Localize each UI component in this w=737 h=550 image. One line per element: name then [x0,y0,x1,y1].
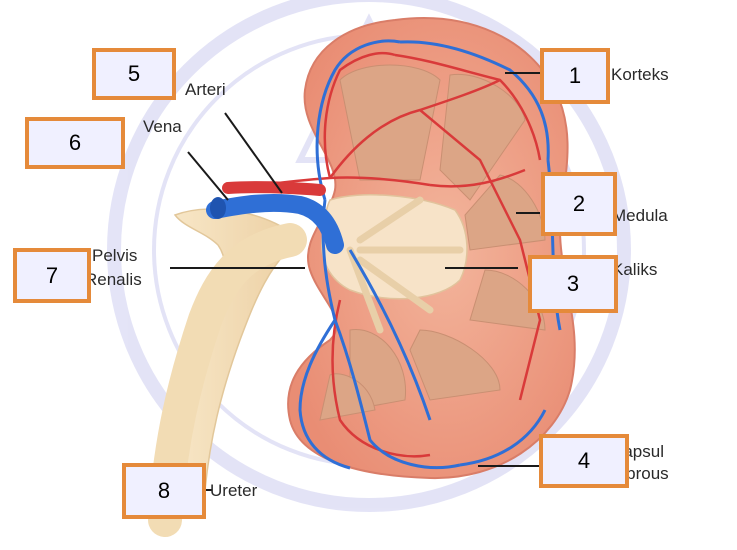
number-box-4: 4 [539,434,629,488]
number-box-5: 5 [92,48,176,100]
number-box-2: 2 [541,172,617,236]
renal-artery [228,187,320,190]
number-box-8: 8 [122,463,206,519]
number-box-6: 6 [25,117,125,169]
number-box-1: 1 [540,48,610,104]
label-pelvis: Pelvis [92,246,137,266]
label-renalis: Renalis [85,270,142,290]
number-box-7: 7 [13,248,91,303]
renal-vein-end [210,197,226,219]
number-box-3: 3 [528,255,618,313]
label-korteks: Korteks [611,65,669,85]
label-arteri: Arteri [185,80,226,100]
label-medula: Medula [612,206,668,226]
label-ureter: Ureter [210,481,257,501]
label-kaliks: Kaliks [612,260,657,280]
label-vena: Vena [143,117,182,137]
